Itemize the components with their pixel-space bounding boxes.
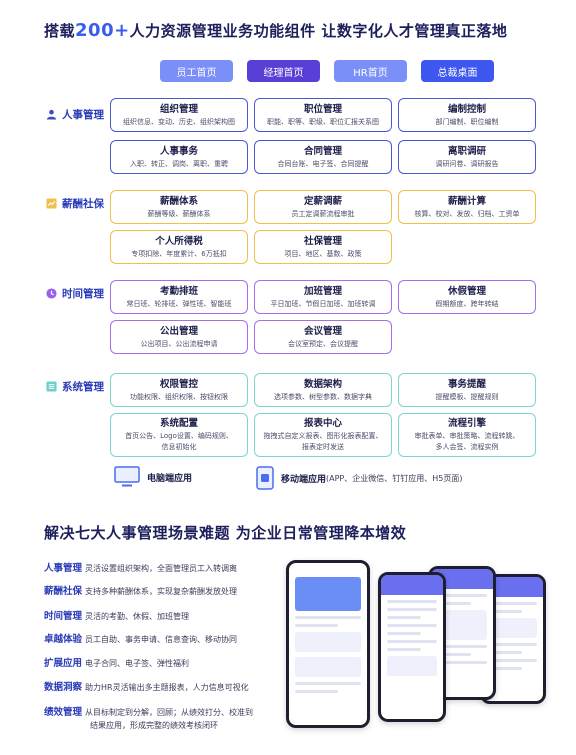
card-data-architecture[interactable]: 数据架构选项参数、树型参数、数据字典 — [254, 373, 392, 407]
card-personnel-affairs[interactable]: 人事事务入职、转正、调岗、离职、重聘 — [110, 140, 248, 174]
card-contract-management[interactable]: 合同管理合同台账、电子签、合同提醒 — [254, 140, 392, 174]
card-system-config[interactable]: 系统配置首页公告、Logo设置、编码规则、信息初始化 — [110, 413, 248, 457]
card-salary-system[interactable]: 薪酬体系薪酬等级、薪酬体系 — [110, 190, 248, 224]
person-icon — [46, 109, 57, 120]
card-org-management[interactable]: 组织管理组织信息、变动、历史、组织架构图 — [110, 98, 248, 132]
card-salary-adjustment[interactable]: 定薪调薪员工定调薪流程审批 — [254, 190, 392, 224]
card-income-tax[interactable]: 个人所得税专项扣除、年度累计、6万抵扣 — [110, 230, 248, 264]
scenario-item: 人事管理灵活设置组织架构，全面管理员工入转调离 — [44, 563, 238, 574]
scenario-item: 扩展应用电子合同、电子签、弹性福利 — [44, 658, 190, 669]
headline-scenarios: 解决七大人事管理场景难题 为企业日常管理降本增效 — [44, 524, 407, 542]
card-permission-control[interactable]: 权限管控功能权限、组织权限、按钮权限 — [110, 373, 248, 407]
monitor-icon — [114, 466, 140, 487]
mobile-screenshots — [286, 560, 548, 732]
app-pc: 电脑端应用 — [114, 466, 192, 488]
mobile-app-icon — [256, 466, 274, 490]
homepage-tabs: 员工首页 经理首页 HR首页 总裁桌面 — [160, 60, 494, 82]
card-social-insurance[interactable]: 社保管理项目、地区、基数、政策 — [254, 230, 392, 264]
tab-hr-home[interactable]: HR首页 — [334, 60, 407, 82]
clock-icon — [46, 288, 57, 299]
scenario-item: 薪酬社保支持多种薪酬体系，实现复杂薪酬发放处理 — [44, 586, 238, 597]
tab-ceo-desktop[interactable]: 总裁桌面 — [421, 60, 494, 82]
scenario-item: 数据洞察助力HR灵活输出多主题报表，人力信息可视化 — [44, 682, 249, 693]
list-icon — [46, 381, 57, 392]
headline-features: 搭载200+人力资源管理业务功能组件 让数字化人才管理真正落地 — [44, 20, 508, 41]
section-label-hr: 人事管理 — [46, 107, 104, 122]
card-salary-calculation[interactable]: 薪酬计算核算、校对、发放、归档、工资单 — [398, 190, 536, 224]
section-label-time: 时间管理 — [46, 286, 104, 301]
scenario-item: 卓越体验员工自助、事务申请、信息查询、移动协同 — [44, 634, 238, 645]
section-label-system: 系统管理 — [46, 379, 104, 394]
card-meeting-management[interactable]: 会议管理会议室预定、会议提醒 — [254, 320, 392, 354]
card-attendance-shift[interactable]: 考勤排班常日班、轮排班、弹性班、智能班 — [110, 280, 248, 314]
chart-icon — [46, 198, 57, 209]
card-business-trip[interactable]: 公出管理公出项目、公出流程申请 — [110, 320, 248, 354]
card-task-reminder[interactable]: 事务提醒提醒模板、提醒规则 — [398, 373, 536, 407]
card-report-center[interactable]: 报表中心拖拽式自定义报表、图形化报表配置、报表定时发送 — [254, 413, 392, 457]
tab-employee-home[interactable]: 员工首页 — [160, 60, 233, 82]
card-workflow-engine[interactable]: 流程引擎审批表单、审批策略、流程转跳、多人会签、流程实例 — [398, 413, 536, 457]
card-exit-survey[interactable]: 离职调研调研问卷、调研报告 — [398, 140, 536, 174]
scenario-item: 时间管理灵活的考勤、休假、加班管理 — [44, 611, 190, 622]
section-label-payroll: 薪酬社保 — [46, 196, 104, 211]
tab-manager-home[interactable]: 经理首页 — [247, 60, 320, 82]
app-mobile: 移动端应用(APP、企业微信、钉钉应用、H5页面) — [256, 466, 462, 490]
card-headcount-control[interactable]: 编制控制部门编制、职位编制 — [398, 98, 536, 132]
card-position-management[interactable]: 职位管理职能、职等、职级、职位汇报关系图 — [254, 98, 392, 132]
phone-mockup — [286, 560, 370, 728]
scenario-item: 绩效管理从目标制定到分解，回顾；从绩效打分、校准到结果应用，形成完整的绩效考核闭… — [44, 707, 254, 730]
phone-mockup — [378, 572, 446, 722]
card-leave-management[interactable]: 休假管理假期额度、跨年转结 — [398, 280, 536, 314]
card-overtime-management[interactable]: 加班管理平日加班、节假日加班、加班转调 — [254, 280, 392, 314]
